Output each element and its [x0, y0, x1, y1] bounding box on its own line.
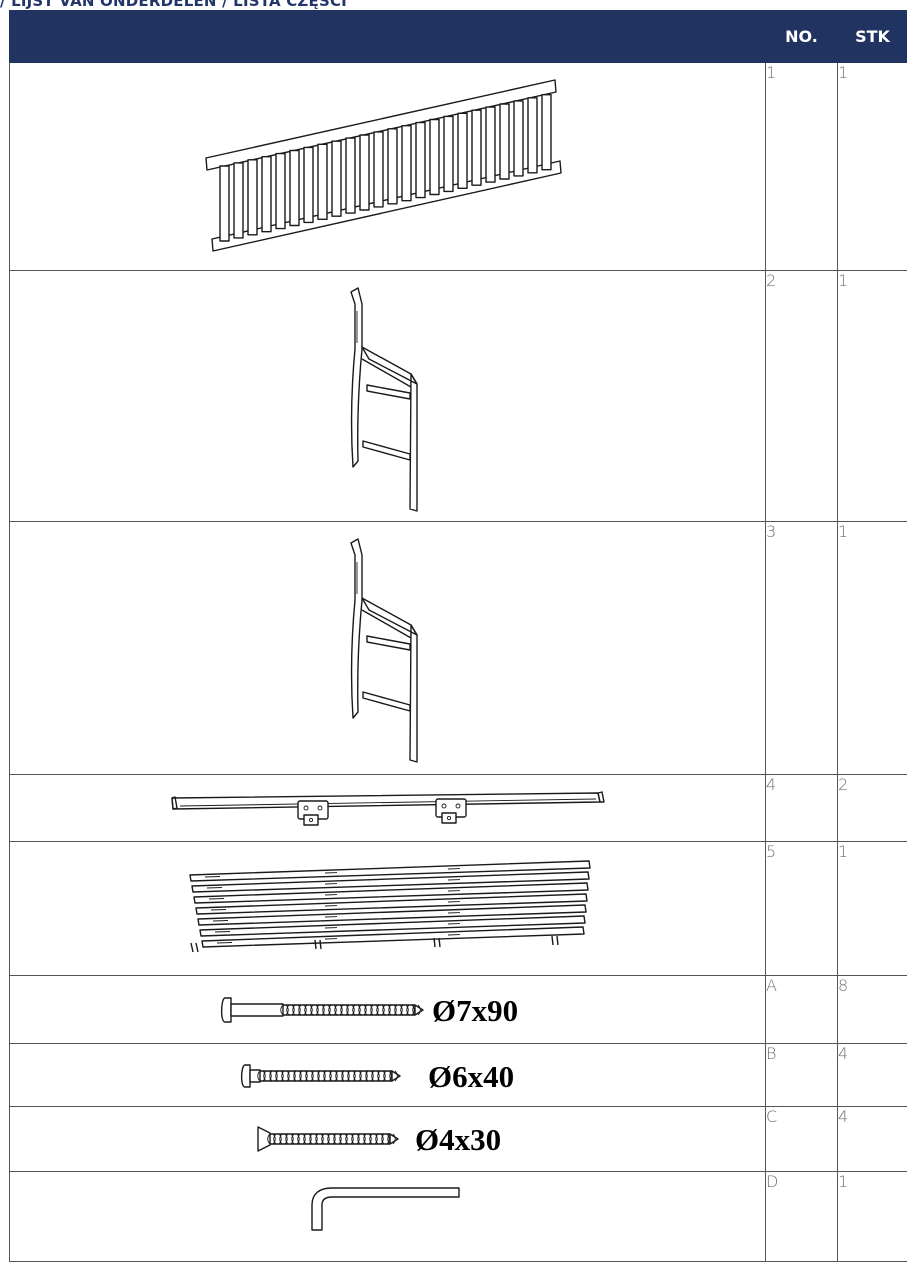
table-header-row: NO. STK: [9, 10, 907, 63]
part-number: C: [765, 1106, 838, 1172]
part-quantity: 1: [837, 62, 907, 271]
part-number: 1: [765, 62, 838, 271]
parts-table: NO. STK 1 1: [9, 10, 907, 1262]
table-row: 1 1: [9, 62, 907, 271]
table-row: Ø4x30 C 4: [9, 1106, 907, 1172]
size-label: Ø4x30: [415, 1122, 501, 1157]
rail-with-brackets-icon: [171, 791, 605, 826]
part-image-cell: Ø7x90: [9, 975, 766, 1044]
part-number: B: [765, 1043, 838, 1107]
part-image-cell: [9, 270, 766, 522]
table-row: 4 2: [9, 774, 907, 842]
seat-slats-icon: [189, 860, 591, 953]
part-quantity: 1: [837, 521, 907, 775]
table-row: D 1: [9, 1171, 907, 1262]
table-row: Ø6x40 B 4: [9, 1043, 907, 1107]
part-quantity: 2: [837, 774, 907, 842]
side-frame-icon: [350, 287, 418, 512]
part-quantity: 1: [837, 841, 907, 976]
size-label: Ø6x40: [428, 1059, 514, 1094]
table-row: 2 1: [9, 270, 907, 522]
bolt-icon: Ø7x90: [220, 993, 518, 1028]
stk-column-header: STK: [837, 10, 907, 63]
table-row: 5 1: [9, 841, 907, 976]
table-row: Ø7x90 A 8: [9, 975, 907, 1044]
part-number: A: [765, 975, 838, 1044]
countersunk-screw-icon: Ø4x30: [257, 1122, 501, 1157]
table-row: 3 1: [9, 521, 907, 775]
part-number: 4: [765, 774, 838, 842]
part-image-cell: [9, 1171, 766, 1262]
part-number: 2: [765, 270, 838, 522]
part-image-cell: Ø4x30: [9, 1106, 766, 1172]
part-image-cell: [9, 521, 766, 775]
part-quantity: 4: [837, 1106, 907, 1172]
page-title: / LIJST VAN ONDERDELEN / LISTA CZĘŚCI: [0, 0, 347, 10]
allen-key-icon: [311, 1187, 460, 1231]
part-number: 3: [765, 521, 838, 775]
no-column-header: NO.: [765, 10, 838, 63]
size-label: Ø7x90: [432, 993, 518, 1028]
part-image-cell: [9, 841, 766, 976]
part-image-cell: [9, 62, 766, 271]
part-image-cell: [9, 774, 766, 842]
part-number: D: [765, 1171, 838, 1262]
part-number: 5: [765, 841, 838, 976]
part-quantity: 4: [837, 1043, 907, 1107]
backrest-panel-icon: [205, 79, 562, 252]
bolt-icon: Ø6x40: [240, 1059, 514, 1094]
part-image-cell: Ø6x40: [9, 1043, 766, 1107]
part-quantity: 1: [837, 270, 907, 522]
part-quantity: 8: [837, 975, 907, 1044]
side-frame-icon: [350, 538, 418, 763]
part-quantity: 1: [837, 1171, 907, 1262]
image-column-header: [9, 10, 766, 63]
